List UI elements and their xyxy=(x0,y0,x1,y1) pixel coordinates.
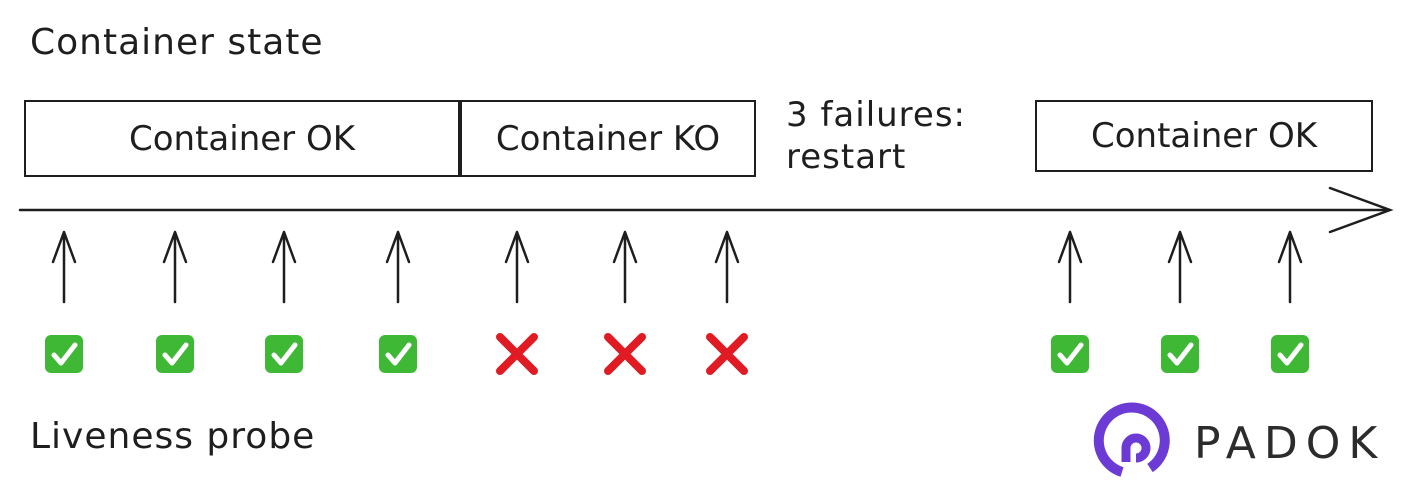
container-state-heading: Container state xyxy=(30,22,324,63)
probe-2 xyxy=(156,230,194,373)
check-mark-icon xyxy=(45,335,83,373)
cross-mark-icon xyxy=(496,333,538,375)
probe-7 xyxy=(706,230,748,375)
padok-logo-icon xyxy=(1093,402,1170,477)
timeline-arrowhead-icon xyxy=(1328,186,1394,234)
cross-mark-icon xyxy=(604,333,646,375)
probe-arrow-icon xyxy=(162,230,188,304)
state-label: Container OK xyxy=(128,118,355,159)
restart-note-line-2: restart xyxy=(786,137,907,177)
probe-arrow-icon xyxy=(504,230,530,304)
probe-9 xyxy=(1161,230,1199,373)
timeline-arrow xyxy=(18,186,1394,234)
brand-name: PADOK xyxy=(1194,418,1386,469)
state-label: Container KO xyxy=(495,118,721,159)
probe-layer xyxy=(45,230,1309,375)
probe-arrow-icon xyxy=(714,230,740,304)
check-mark-icon xyxy=(379,335,417,373)
probe-arrow-icon xyxy=(51,230,77,304)
check-mark-icon xyxy=(156,335,194,373)
check-mark-icon xyxy=(265,335,303,373)
check-mark-icon xyxy=(1051,335,1089,373)
probe-3 xyxy=(265,230,303,373)
probe-arrow-icon xyxy=(271,230,297,304)
probe-arrow-icon xyxy=(1167,230,1193,304)
state-box-ok-1: Container OK xyxy=(24,100,460,177)
state-box-ok-2: Container OK xyxy=(1035,100,1373,172)
probe-6 xyxy=(604,230,646,375)
restart-note-line-1: 3 failures: xyxy=(786,95,967,135)
probe-1 xyxy=(45,230,83,373)
check-mark-icon xyxy=(1161,335,1199,373)
state-label: Container OK xyxy=(1090,116,1317,156)
state-box-ko: Container KO xyxy=(460,100,756,177)
probe-5 xyxy=(496,230,538,375)
check-mark-icon xyxy=(1271,335,1309,373)
probe-arrow-icon xyxy=(1277,230,1303,304)
probe-arrow-icon xyxy=(1057,230,1083,304)
probe-arrow-icon xyxy=(385,230,411,304)
liveness-probe-heading: Liveness probe xyxy=(30,416,316,457)
probe-8 xyxy=(1051,230,1089,373)
padok-logo xyxy=(1092,402,1172,482)
probe-10 xyxy=(1271,230,1309,373)
cross-mark-icon xyxy=(706,333,748,375)
probe-4 xyxy=(379,230,417,373)
probe-arrow-icon xyxy=(612,230,638,304)
restart-note: 3 failures: restart xyxy=(786,94,966,178)
